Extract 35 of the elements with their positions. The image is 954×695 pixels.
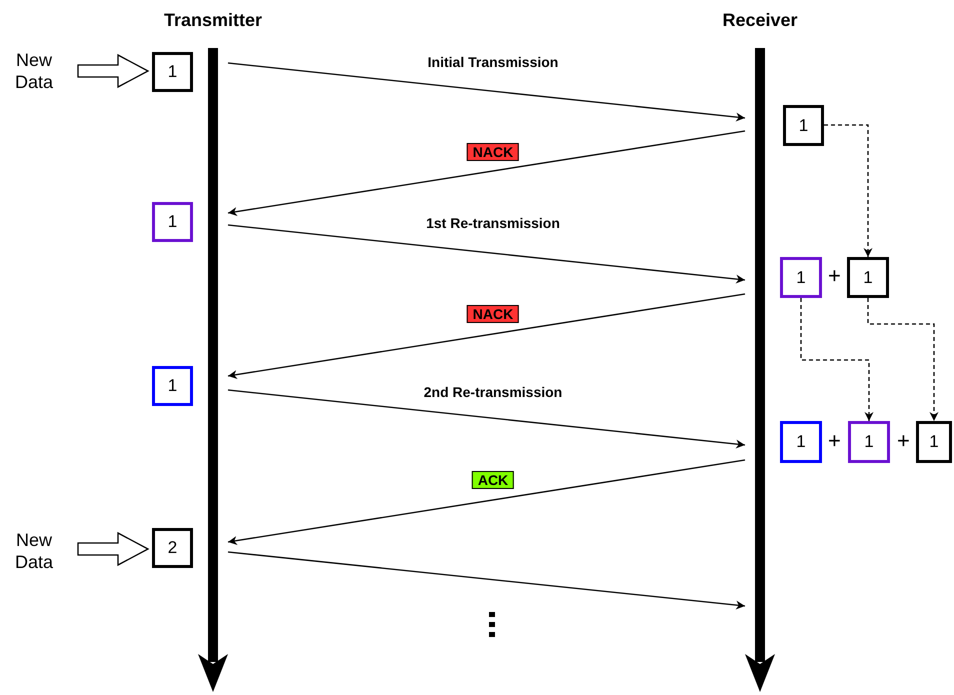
dashed-arrow (800, 298, 874, 421)
edge-label: 2nd Re-transmission (424, 384, 562, 400)
edge-label: Initial Transmission (428, 54, 558, 70)
dashed-arrow (824, 124, 872, 257)
message-arrow (228, 130, 746, 216)
packet-box: 1 (152, 202, 193, 242)
status-tag: NACK (466, 305, 520, 323)
block-arrow (77, 54, 150, 88)
lifeline-title: Transmitter (164, 10, 262, 31)
packet-box: 1 (780, 421, 822, 463)
block-arrow (77, 532, 150, 566)
plus-sign: + (897, 430, 910, 452)
packet-box: 1 (152, 52, 193, 92)
text-label: New Data (6, 526, 62, 576)
packet-box: 1 (916, 421, 952, 463)
packet-box: 1 (152, 366, 193, 406)
message-arrow (228, 459, 746, 546)
message-arrow (228, 62, 746, 122)
lifeline-title: Receiver (722, 10, 798, 31)
packet-box: 1 (783, 105, 824, 146)
packet-box: 2 (152, 528, 193, 568)
packet-box: 1 (847, 257, 889, 298)
text-label: New Data (6, 46, 62, 96)
dashed-arrow (867, 298, 938, 421)
plus-sign: + (828, 265, 841, 287)
message-arrow (228, 389, 746, 449)
status-tag: ACK (472, 471, 514, 489)
packet-box: 1 (848, 421, 890, 463)
packet-box: 1 (780, 257, 822, 298)
message-arrow (228, 224, 746, 284)
plus-sign: + (828, 430, 841, 452)
status-tag: NACK (466, 143, 520, 161)
message-arrow (228, 551, 746, 610)
message-arrow (228, 293, 746, 380)
edge-label: 1st Re-transmission (426, 215, 560, 231)
